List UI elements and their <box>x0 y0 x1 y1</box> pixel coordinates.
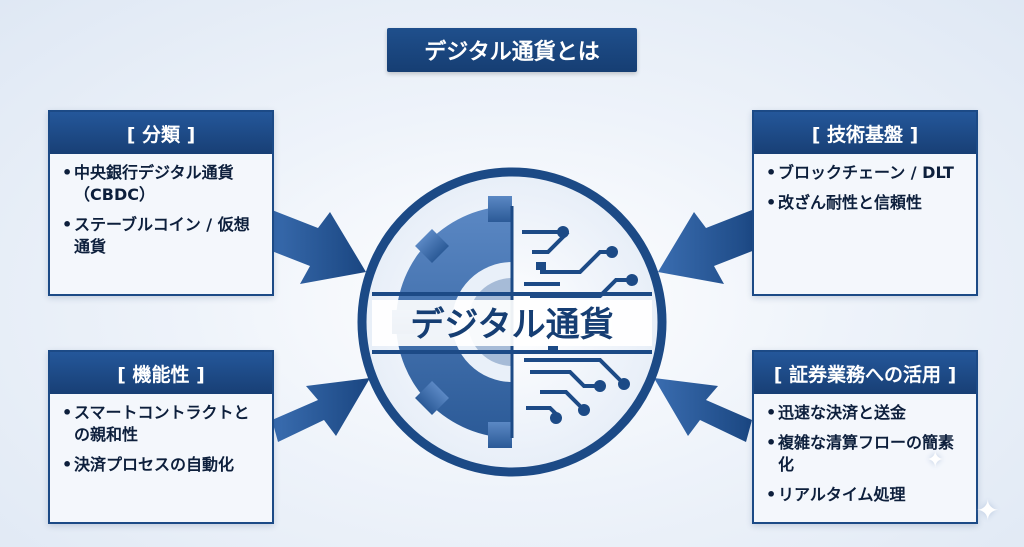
arrow-bottom-left <box>272 378 370 442</box>
list-item: 改ざん耐性と信頼性 <box>766 192 966 214</box>
page-title: デジタル通貨とは <box>387 28 637 72</box>
functionality-box: [ 機能性 ] スマートコントラクトとの親和性 決済プロセスの自動化 <box>48 350 274 524</box>
tech-foundation-list: ブロックチェーン / DLT 改ざん耐性と信頼性 <box>754 154 976 214</box>
functionality-header: [ 機能性 ] <box>50 352 272 394</box>
list-item: リアルタイム処理 <box>766 484 966 506</box>
list-item: 中央銀行デジタル通貨（CBDC） <box>62 162 262 206</box>
securities-usecase-box: [ 証券業務への活用 ] 迅速な決済と送金 複雑な清算フローの簡素化 リアルタイ… <box>752 350 978 524</box>
center-label-bg <box>372 300 652 346</box>
arrow-top-right <box>658 210 760 284</box>
classification-header: [ 分類 ] <box>50 112 272 154</box>
sparkle-icon: ✦ <box>976 494 1000 527</box>
functionality-list: スマートコントラクトとの親和性 決済プロセスの自動化 <box>50 394 272 476</box>
arrow-bottom-right <box>654 378 752 442</box>
list-item: ステーブルコイン / 仮想通貨 <box>62 214 262 258</box>
securities-usecase-header: [ 証券業務への活用 ] <box>754 352 976 394</box>
tech-foundation-header: [ 技術基盤 ] <box>754 112 976 154</box>
classification-box: [ 分類 ] 中央銀行デジタル通貨（CBDC） ステーブルコイン / 仮想通貨 <box>48 110 274 296</box>
center-label: デジタル通貨 <box>410 305 613 345</box>
list-item: 迅速な決済と送金 <box>766 402 966 424</box>
list-item: ブロックチェーン / DLT <box>766 162 966 184</box>
tech-foundation-box: [ 技術基盤 ] ブロックチェーン / DLT 改ざん耐性と信頼性 <box>752 110 978 296</box>
list-item: 複雑な清算フローの簡素化 <box>766 432 966 476</box>
classification-list: 中央銀行デジタル通貨（CBDC） ステーブルコイン / 仮想通貨 <box>50 154 272 258</box>
arrow-top-left <box>264 210 366 284</box>
sparkle-icon: ✦ <box>926 448 945 473</box>
list-item: 決済プロセスの自動化 <box>62 454 262 476</box>
securities-usecase-list: 迅速な決済と送金 複雑な清算フローの簡素化 リアルタイム処理 <box>754 394 976 506</box>
list-item: スマートコントラクトとの親和性 <box>62 402 262 446</box>
